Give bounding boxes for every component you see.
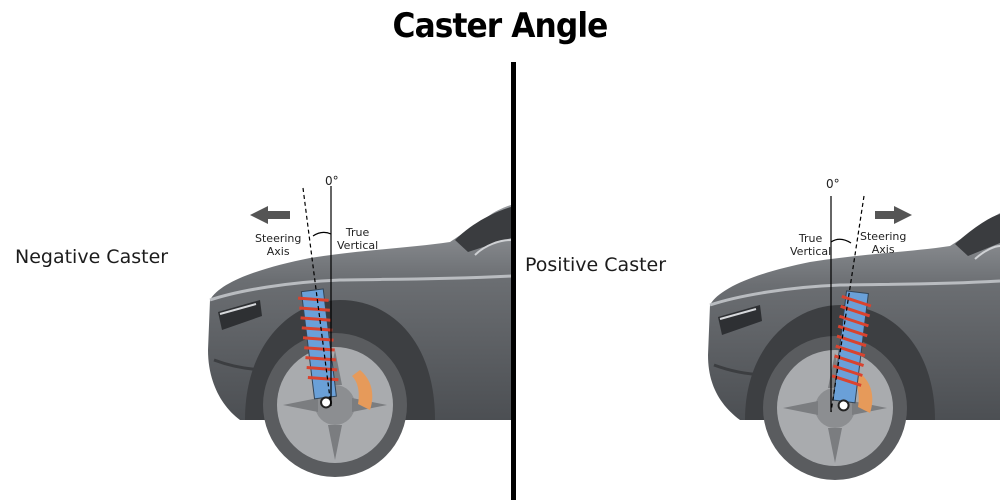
negative-caster-diagram	[208, 186, 511, 477]
left-steering-axis-label: Steering Axis	[255, 232, 302, 258]
positive-caster-diagram	[708, 195, 1000, 480]
left-zero-degree-label: 0°	[325, 174, 339, 188]
caster-angle-arc	[830, 238, 852, 244]
steering-axis-line	[830, 195, 865, 413]
negative-caster-label: Negative Caster	[15, 246, 169, 268]
right-steering-axis-label: Steering Axis	[860, 230, 907, 256]
panel-divider	[511, 62, 516, 500]
right-true-vertical-label: True Vertical	[790, 232, 832, 258]
caster-angle-arc	[312, 231, 332, 237]
wheel	[263, 333, 407, 477]
positive-caster-label: Positive Caster	[525, 254, 667, 276]
brake-caliper	[352, 370, 373, 410]
left-true-vertical-label: True Vertical	[337, 226, 379, 252]
steering-axis-line	[302, 187, 332, 407]
suspension-strut	[831, 290, 872, 412]
arrow-right-icon	[875, 206, 912, 224]
suspension-strut	[298, 288, 339, 409]
arrow-left-icon	[250, 206, 290, 224]
page-title: Caster Angle	[392, 6, 609, 46]
right-zero-degree-label: 0°	[826, 177, 840, 191]
